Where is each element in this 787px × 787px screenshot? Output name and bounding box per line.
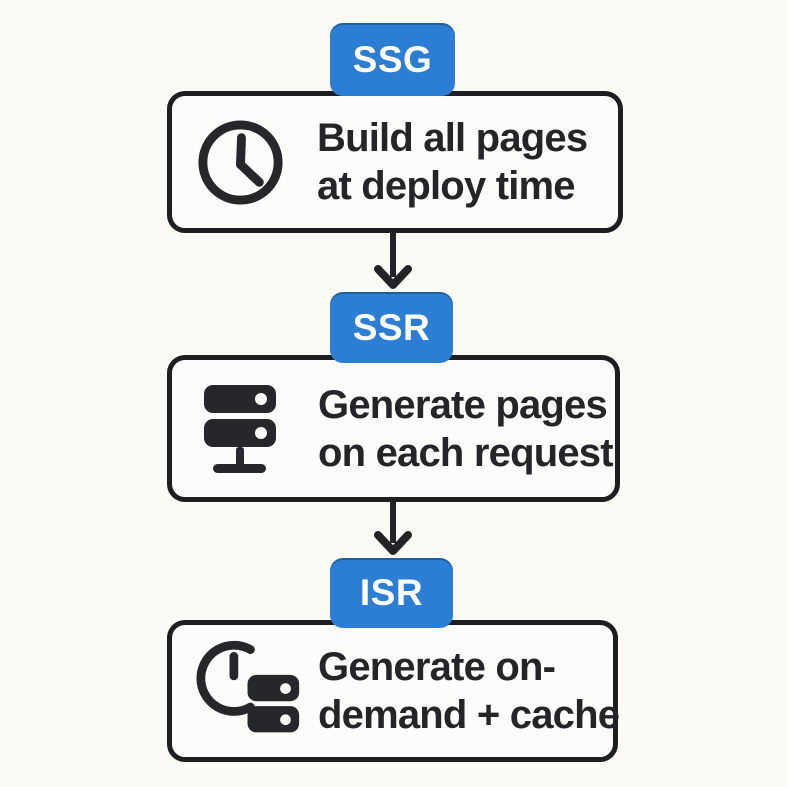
badge-isr: ISR xyxy=(330,558,453,628)
node-ssg-line1: Build all pages xyxy=(317,116,588,160)
clock-icon xyxy=(193,115,288,210)
badge-ssg-label: SSG xyxy=(352,38,433,80)
arrow-down-icon xyxy=(374,231,412,289)
clock-server-icon xyxy=(192,635,304,747)
node-ssg-text: Build all pages at deploy time xyxy=(317,114,588,210)
node-ssg-line2: at deploy time xyxy=(317,164,576,208)
badge-isr-label: ISR xyxy=(359,572,424,613)
node-ssr-line1: Generate pages xyxy=(318,382,608,427)
badge-ssr-label: SSR xyxy=(352,306,431,348)
node-isr-text: Generate on- demand + cache xyxy=(318,643,620,739)
node-ssg: Build all pages at deploy time xyxy=(167,91,623,233)
badge-ssg: SSG xyxy=(330,23,455,96)
node-isr-line1: Generate on- xyxy=(318,645,556,689)
server-icon xyxy=(196,379,296,479)
badge-ssr: SSR xyxy=(330,292,453,363)
node-ssr-text: Generate pages on each request xyxy=(318,381,614,477)
node-ssr: Generate pages on each request xyxy=(167,355,620,502)
arrow-down-icon xyxy=(374,500,412,555)
node-ssr-line2: on each request xyxy=(318,430,614,475)
node-isr-line2: demand + cache xyxy=(318,693,620,737)
node-isr: Generate on- demand + cache xyxy=(167,620,620,762)
